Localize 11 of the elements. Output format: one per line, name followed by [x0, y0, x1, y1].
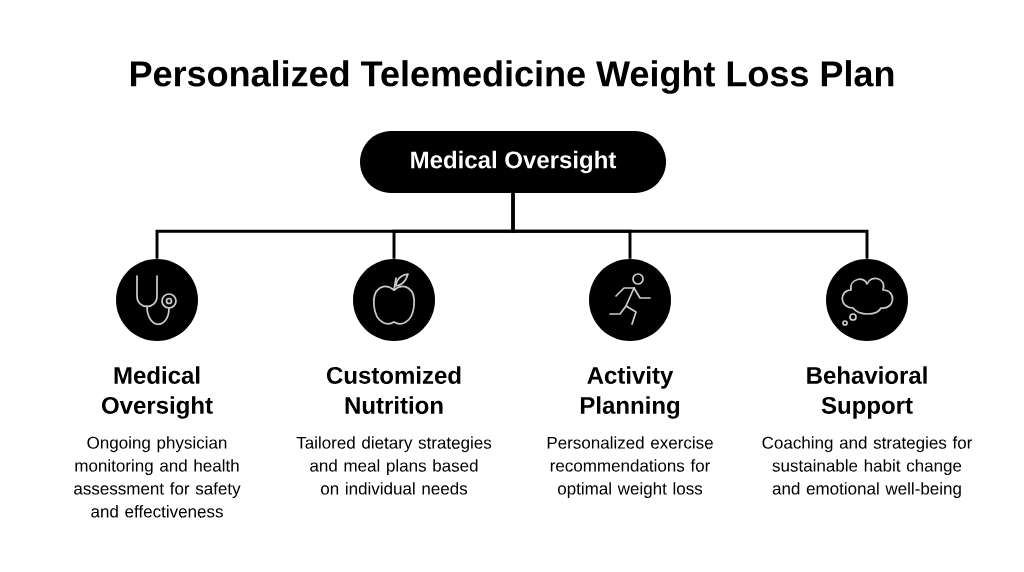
- title: Personalized Telemedicine Weight Loss Plan: [130, 60, 894, 94]
- column-heading: Customized Nutrition: [327, 366, 461, 414]
- description-text: Tailored dietary strategies and meal plans based on individual needs: [296, 436, 492, 495]
- description-text: Coaching and strategies for sustainable habit change and emotional well-being: [762, 436, 973, 498]
- description-text: Personalized exercise recommendations for optimal weight loss: [547, 436, 713, 498]
- column-heading: Activity Planning: [580, 366, 680, 419]
- root-pill: Medical Oversight: [360, 131, 666, 193]
- description-text: Ongoing physician monitoring and health assessment for safety and effectiveness: [74, 436, 241, 518]
- column-heading: Behavioral Support: [807, 366, 927, 419]
- column-heading: Medical Oversight: [101, 366, 213, 419]
- connector-line: [511, 193, 869, 259]
